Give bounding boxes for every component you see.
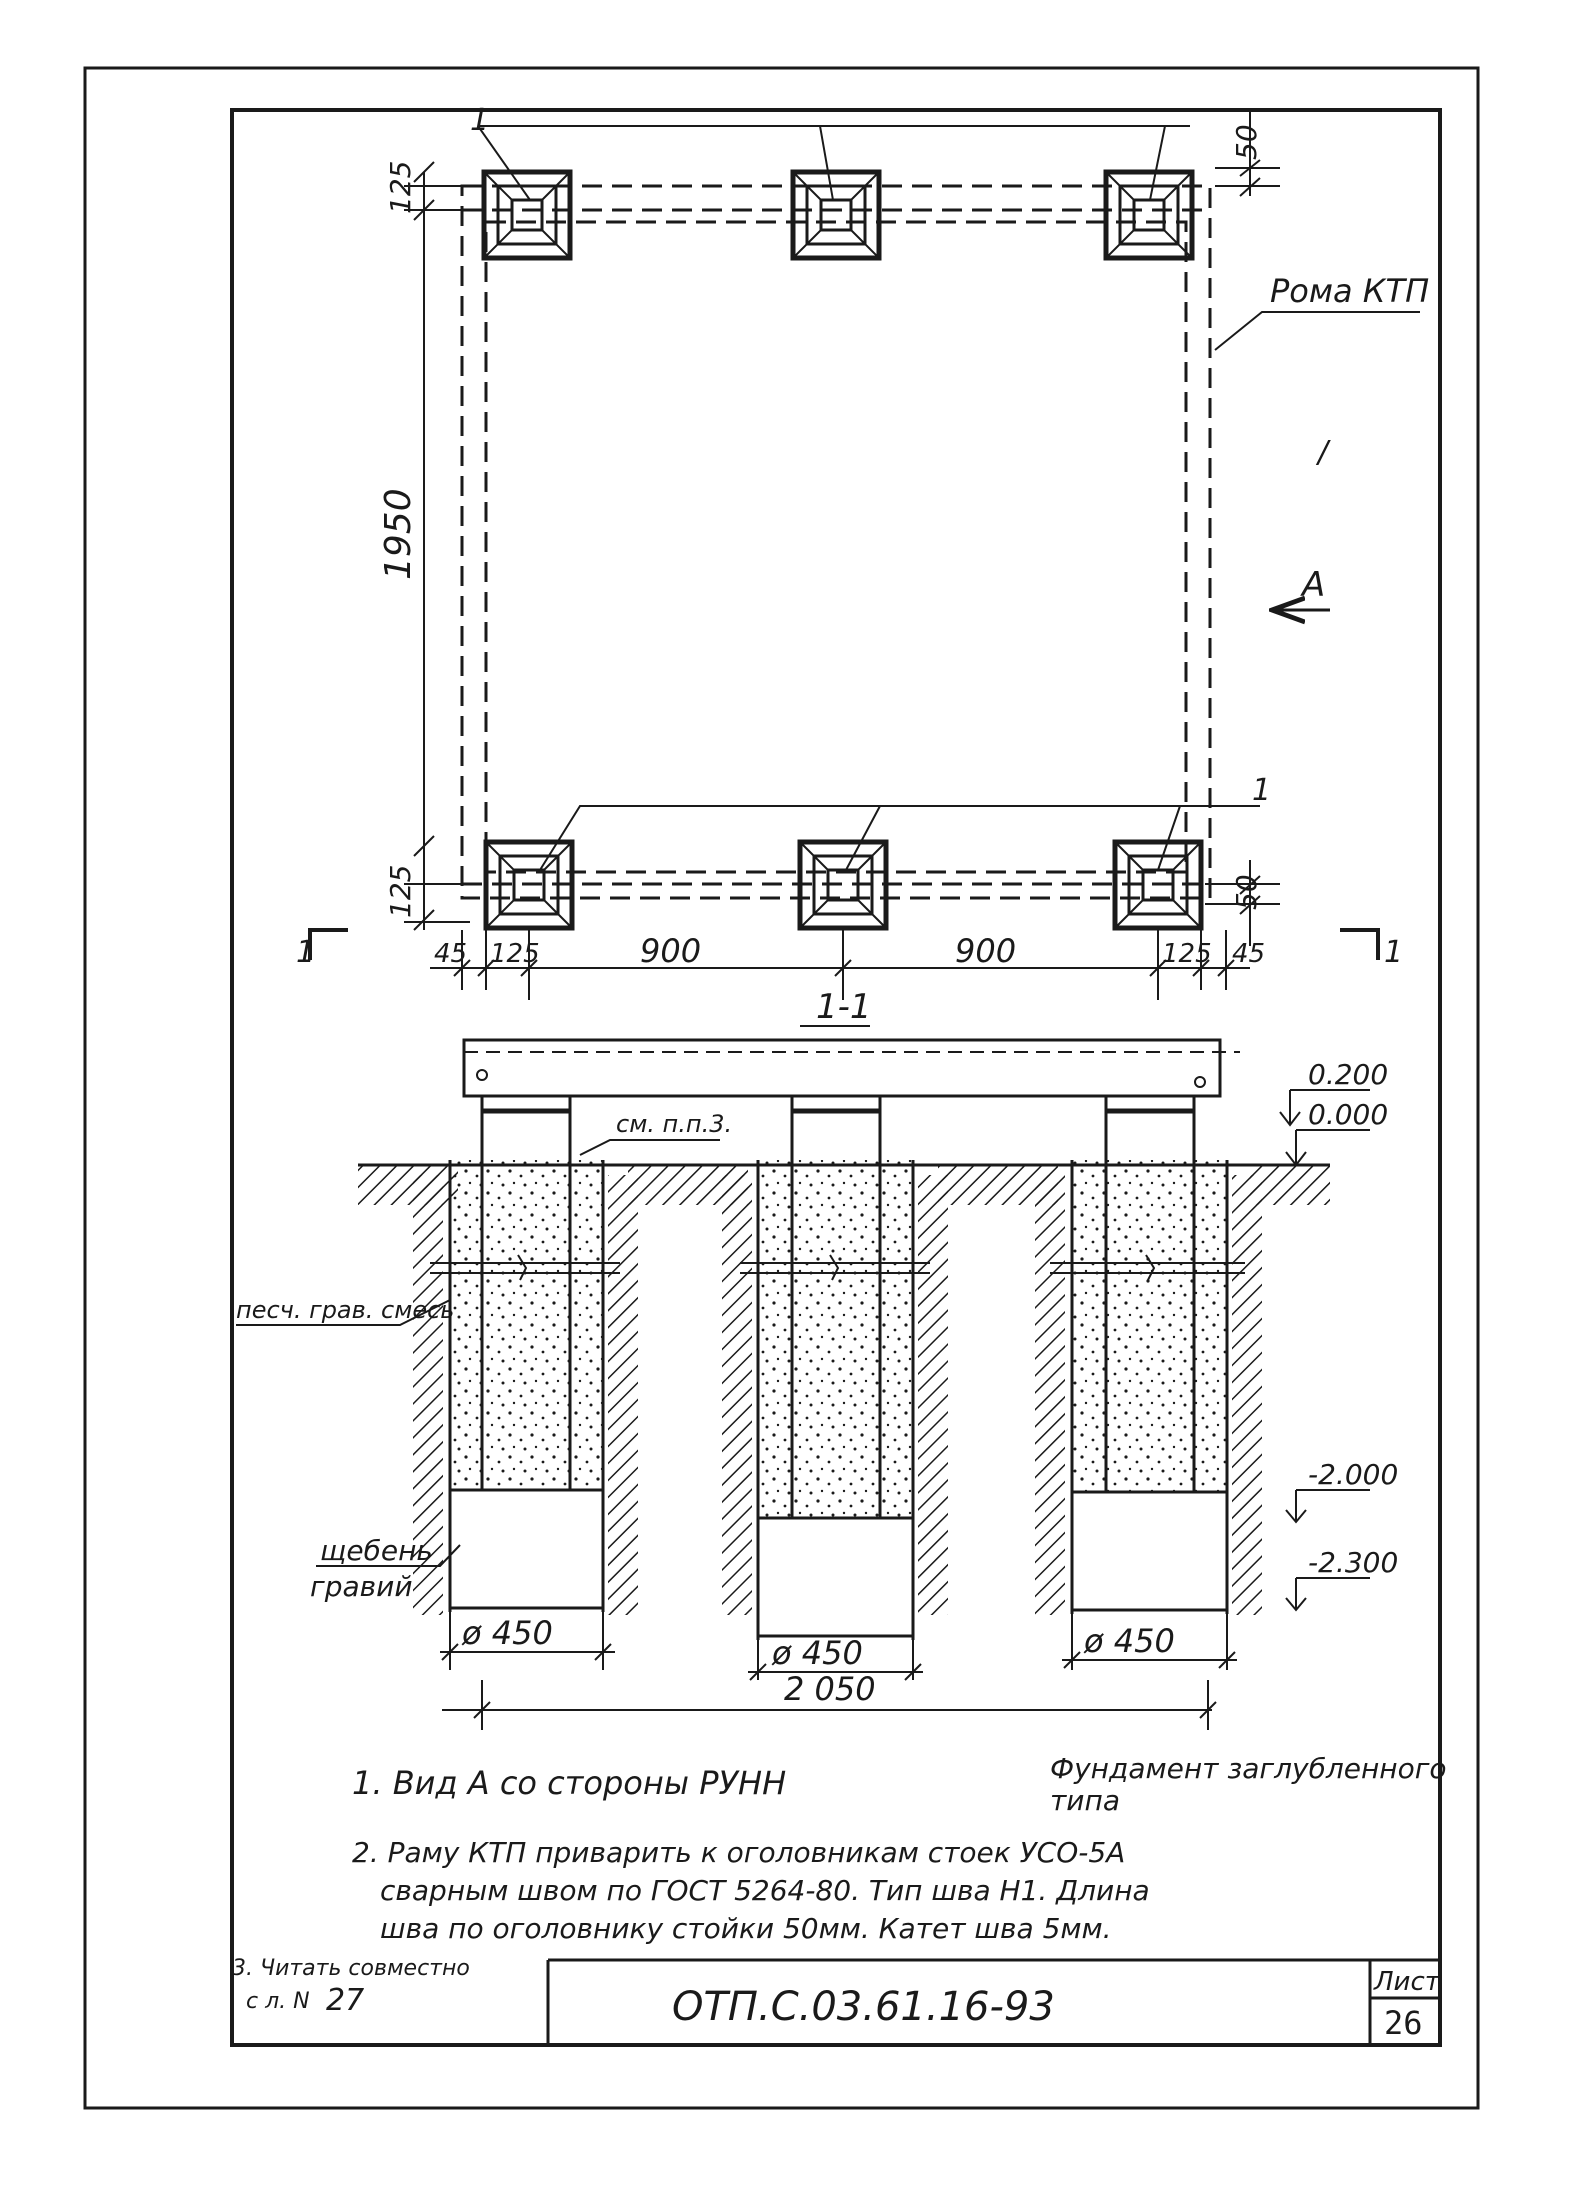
pile-left: [413, 1094, 638, 1615]
dim-900-b: 900: [955, 932, 1016, 970]
note-2-line3: шва по оголовнику стойки 50мм. Катет шва…: [380, 1912, 1112, 1945]
dia-2: ø 450: [771, 1634, 863, 1672]
section-cut-right: [1340, 928, 1380, 960]
dim-dia-1: [440, 1612, 615, 1670]
dim-ticks-right-bottom: [1205, 875, 1280, 915]
column-head-top-left: [481, 169, 573, 261]
dim-125-bottom: 125: [384, 865, 417, 918]
label-sand-gravel: песч. грав. смесь: [236, 1296, 454, 1324]
ktp-frame-dashed: [460, 184, 1212, 900]
dim-ticks-right-top: [1215, 159, 1280, 197]
section-mark-left: 1: [296, 935, 315, 970]
dim-45-right: 45: [1232, 939, 1265, 969]
beam-hole-right: [1194, 1076, 1206, 1088]
frame-beam: [462, 1038, 1222, 1098]
dim-50-top: 50: [1230, 124, 1263, 160]
leader-note-ref: [579, 1139, 720, 1156]
level-marker-m2000: [1285, 1489, 1370, 1524]
foundation-type-2: типа: [1050, 1784, 1120, 1817]
dim-125-right: 125: [1162, 939, 1212, 969]
notes-block: 1. Вид А со стороны РУНН Фундамент заглу…: [232, 1752, 1447, 2018]
section-mark-right: 1: [1384, 935, 1403, 970]
label-pos-mark: /: [1315, 435, 1331, 470]
column-head-top-right: [1103, 169, 1195, 261]
column-head-top-middle: [790, 169, 882, 261]
column-head-bottom-middle: [797, 839, 889, 931]
foundation-type-1: Фундамент заглубленного: [1050, 1752, 1447, 1785]
inner-frame: [230, 108, 1442, 2047]
soil-hatch-top-right: [1250, 1165, 1330, 1205]
doc-code: ОТП.С.03.61.16-93: [672, 1984, 1055, 2030]
note-3-line1: 3. Читать совместно: [232, 1956, 470, 1981]
dim-1950: 1950: [378, 488, 419, 580]
level-marker-0000: [1285, 1129, 1370, 1167]
level-m2300: -2.300: [1308, 1546, 1398, 1579]
sheet-number: 26: [1384, 2004, 1423, 2042]
section-view: 1-1 0.200 0.000 -2.000 -2.300: [236, 987, 1398, 1730]
title-block: ОТП.С.03.61.16-93 Лист 26: [546, 1958, 1441, 2045]
level-marker-0200: [1279, 1089, 1370, 1127]
level-0000: 0.000: [1308, 1098, 1388, 1131]
note-3-sheet-ref: 27: [326, 1983, 364, 2018]
note-3-line2: с л. N: [246, 1989, 310, 2014]
note-ref: см. п.п.3.: [616, 1110, 732, 1138]
beam-hole-left: [476, 1069, 488, 1081]
dim-2050-label: 2 050: [784, 1670, 876, 1708]
leader-frame-label: [1214, 311, 1420, 351]
dim-dia-3: [1062, 1614, 1237, 1670]
column-head-bottom-left: [483, 839, 575, 931]
dim-50-bottom: 50: [1230, 874, 1263, 910]
leader-sand-gravel: [236, 1299, 451, 1326]
dim-ticks-left-vertical: [404, 161, 470, 931]
label-pos1-bottom: 1: [1252, 773, 1271, 808]
level-0200: 0.200: [1308, 1058, 1388, 1091]
note-1: 1. Вид А со стороны РУНН: [352, 1764, 786, 1802]
outer-border: [83, 66, 1480, 2110]
pile-middle: [722, 1094, 948, 1640]
label-pos1-top: 1: [470, 103, 489, 138]
dim-125-left: 125: [490, 939, 540, 969]
leader-pos1-bottom: [539, 805, 1260, 871]
title-block-lines: [546, 1958, 1440, 2045]
leader-pos1-top: [477, 125, 1190, 201]
sheet-label: Лист: [1373, 1967, 1441, 1997]
dim-2050: [442, 1680, 1217, 1730]
dim-dia-2: [748, 1640, 923, 1681]
label-ktp-frame: Рома КТП: [1270, 272, 1429, 310]
level-marker-m2300: [1285, 1577, 1370, 1612]
pile-right: [1035, 1094, 1262, 1615]
note-2-line2: сварным швом по ГОСТ 5264-80. Тип шва Н1…: [380, 1874, 1150, 1907]
leader-crushed-stone: [316, 1544, 461, 1567]
view-arrow-a-label: A: [1300, 565, 1325, 605]
dim-900-a: 900: [640, 932, 701, 970]
plan-view: 1 1 / Рома КТП A 125 1950 125 50 50 45 1…: [296, 103, 1429, 1000]
dim-ticks-bottom-horizontal: [453, 930, 1235, 1000]
section-cut-left: [308, 928, 348, 960]
dia-1: ø 450: [461, 1614, 553, 1652]
ktp-frame-dashed-inner: [484, 220, 1188, 874]
label-crushed-2: гравий: [310, 1570, 413, 1603]
dim-45-left: 45: [434, 939, 467, 969]
dia-3: ø 450: [1083, 1622, 1175, 1660]
dim-125-top: 125: [384, 161, 417, 214]
level-m2000: -2.000: [1308, 1458, 1398, 1491]
label-crushed-1: щебень: [320, 1534, 433, 1567]
note-2-line1: 2. Раму КТП приварить к оголовникам стое…: [352, 1836, 1125, 1869]
section-title: 1-1: [816, 987, 872, 1027]
column-head-bottom-right: [1112, 839, 1204, 931]
